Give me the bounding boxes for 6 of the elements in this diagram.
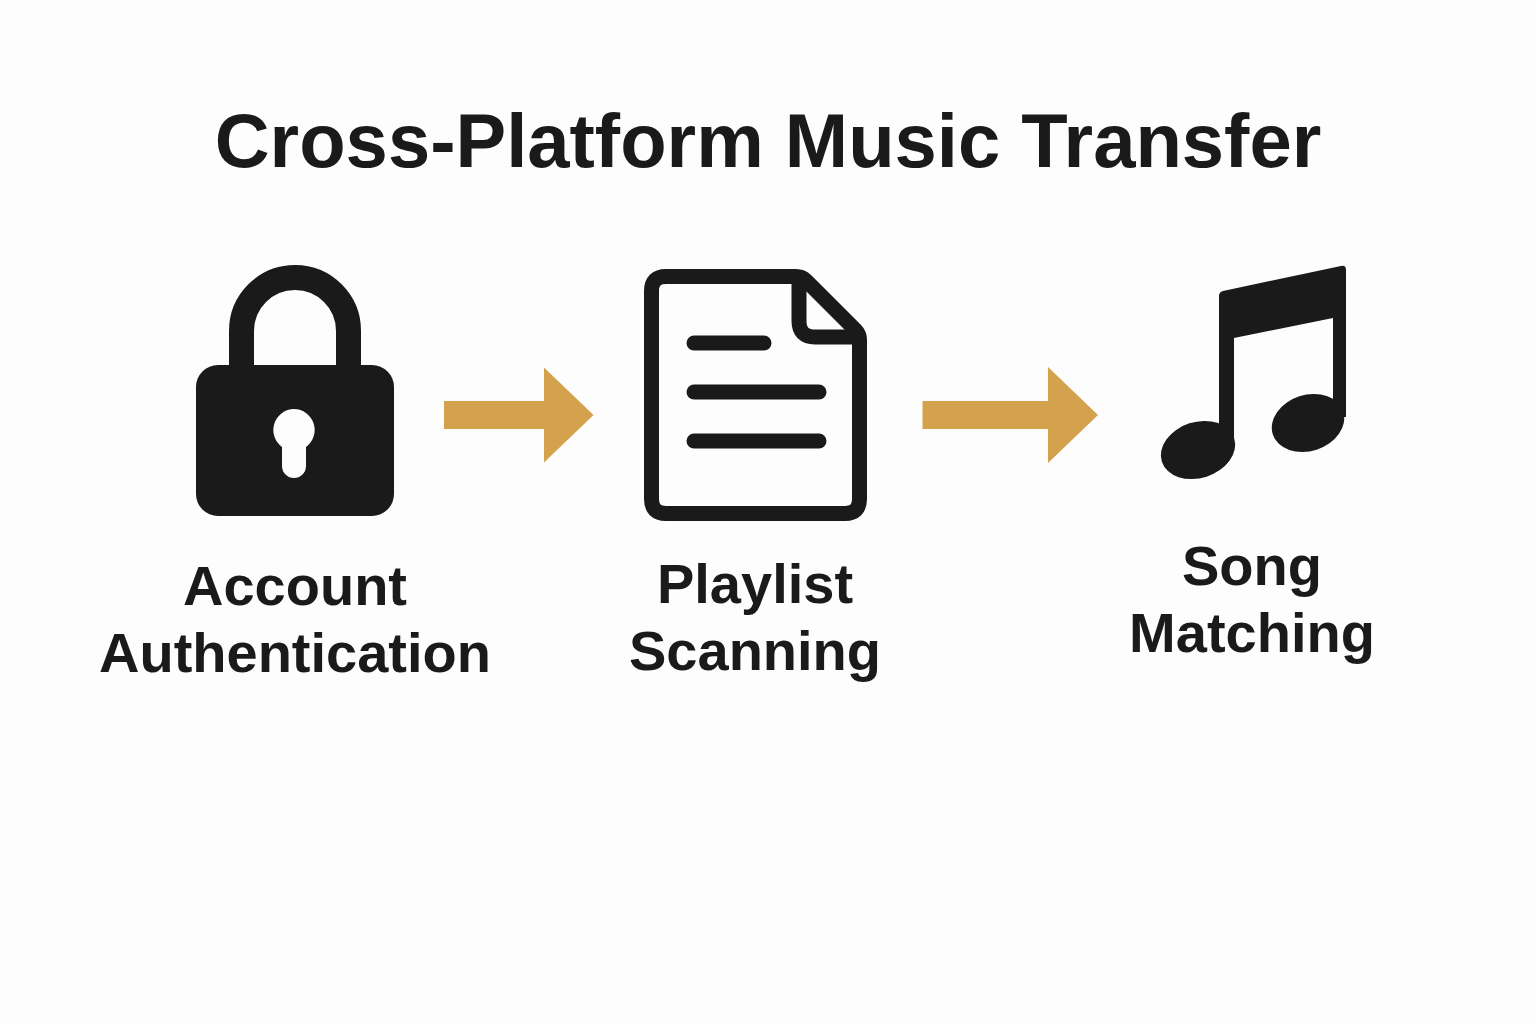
step-label: Song Matching	[1128, 533, 1376, 666]
arrow	[444, 367, 594, 463]
title: Cross-Platform Music Transfer	[214, 102, 1322, 180]
step-label: Playlist Scanning	[628, 551, 882, 684]
arrow	[922, 367, 1098, 463]
step-label: Account Authentication	[98, 553, 492, 686]
